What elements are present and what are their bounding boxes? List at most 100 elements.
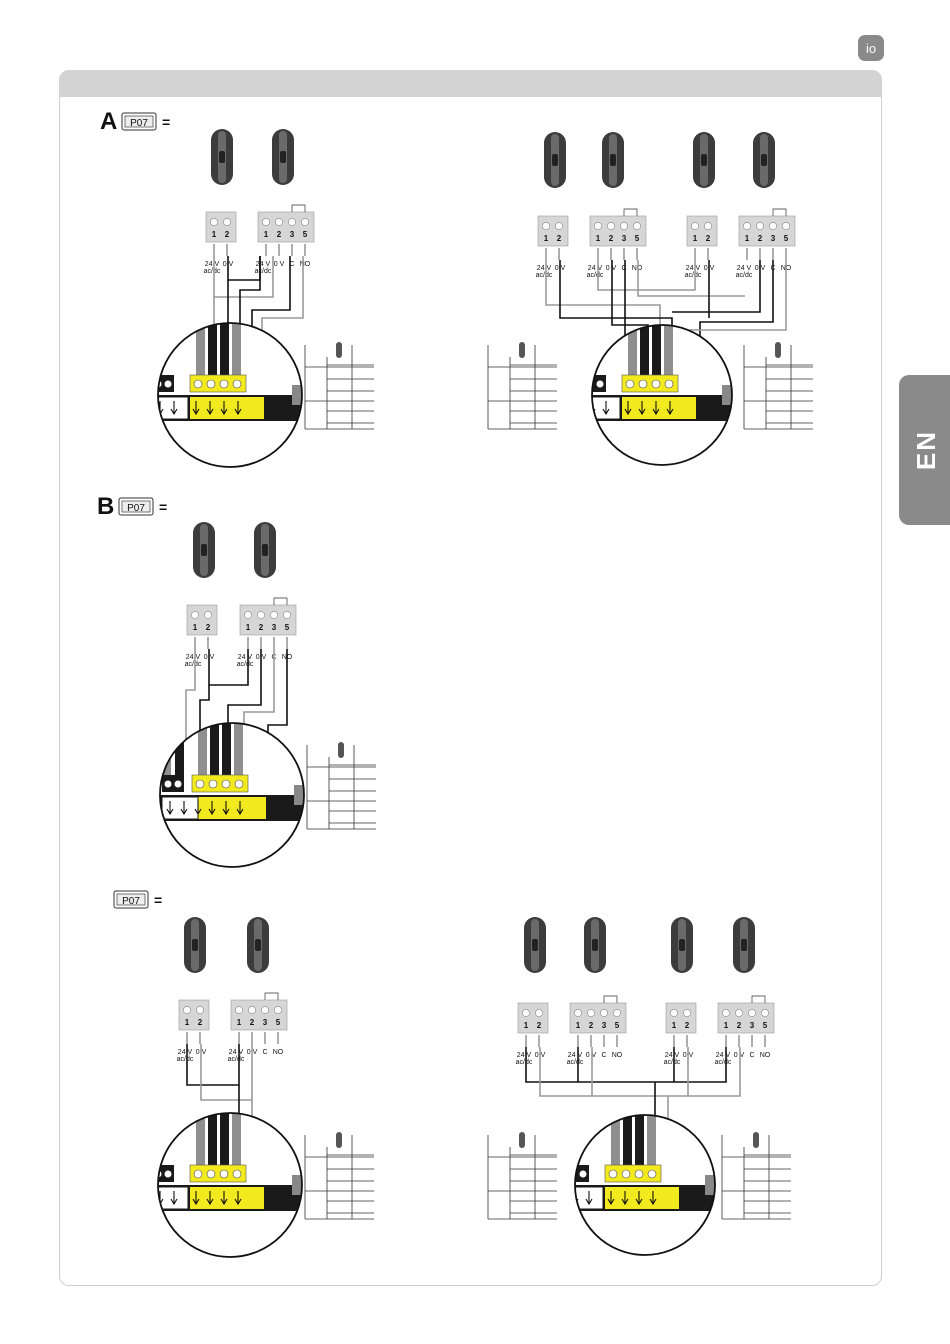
photocell-lens xyxy=(741,939,747,951)
board-edge xyxy=(294,785,304,805)
wire-black xyxy=(239,256,261,345)
terminal-screw xyxy=(555,222,563,230)
terminal-screw xyxy=(275,218,283,226)
terminal-screw xyxy=(248,1006,256,1014)
terminal-symbol-icon xyxy=(236,801,244,816)
terminal-number: 1 xyxy=(724,1021,729,1030)
terminal-number: 3 xyxy=(290,230,295,239)
terminal-symbol-icon xyxy=(222,801,230,816)
terminal-symbol-icon xyxy=(621,1191,629,1206)
receiver-terminal xyxy=(517,1002,549,1034)
terminal-number: 2 xyxy=(737,1021,742,1030)
relay-contact-icon xyxy=(603,995,618,1003)
photocell-lens xyxy=(761,154,767,166)
terminal-number: 3 xyxy=(771,234,776,243)
board-wire xyxy=(664,325,673,377)
terminal-label: ac/dc xyxy=(185,661,202,668)
setting-table xyxy=(306,745,376,829)
board-zoom xyxy=(140,723,304,867)
table-photocell-icon xyxy=(338,742,344,758)
table-photocell-icon xyxy=(336,342,342,358)
setting-table-lines xyxy=(307,790,376,830)
terminal-screw xyxy=(542,222,550,230)
setting-table xyxy=(487,1135,557,1219)
param-display xyxy=(121,500,151,513)
wire-black xyxy=(672,260,761,313)
terminal-symbol-icon xyxy=(194,801,202,816)
terminal-screw xyxy=(210,218,218,226)
board-wire xyxy=(198,723,207,777)
transmitter-terminal xyxy=(717,1002,775,1034)
setting-table xyxy=(743,345,813,429)
terminal-label: 24 V xyxy=(588,265,603,272)
terminal-label: 0 V xyxy=(274,261,285,268)
terminal-label: ac/dc xyxy=(228,1056,245,1063)
terminal-number: 1 xyxy=(237,1018,242,1027)
wire-grey xyxy=(200,1044,253,1101)
terminal-screw xyxy=(743,222,751,230)
language-tab[interactable] xyxy=(899,375,950,525)
terminal-number: 2 xyxy=(589,1021,594,1030)
terminal-label: 24 V xyxy=(737,265,752,272)
terminal-number: 1 xyxy=(745,234,750,243)
terminal-label: 24 V xyxy=(537,265,552,272)
transmitter-terminal xyxy=(589,215,647,247)
relay-contact-icon xyxy=(623,208,638,216)
board-wire xyxy=(623,1115,632,1167)
board-zoom-ring xyxy=(591,324,733,466)
terminal-screw xyxy=(587,1009,595,1017)
terminal-symbol-icon xyxy=(220,401,228,416)
relay-contact-icon xyxy=(291,204,306,212)
board-edge xyxy=(292,385,302,405)
header-bar xyxy=(59,70,882,97)
terminal-screw xyxy=(761,1009,769,1017)
terminal-label: NO xyxy=(760,1052,771,1059)
terminal-screw xyxy=(633,222,641,230)
terminal-number: 1 xyxy=(193,623,198,632)
setting-table xyxy=(487,345,557,429)
terminal-number: 2 xyxy=(250,1018,255,1027)
terminal-label: 24 V xyxy=(186,654,201,661)
board-wire xyxy=(635,1115,644,1167)
receiver-terminal xyxy=(186,604,218,636)
wire-black xyxy=(699,260,774,345)
terminal-number: 2 xyxy=(277,230,282,239)
board-wire xyxy=(232,1113,241,1167)
terminal-screw xyxy=(535,1009,543,1017)
terminal-screw xyxy=(704,222,712,230)
equals-sign: = xyxy=(159,499,167,515)
relay-contact-icon xyxy=(751,995,766,1003)
photocell-lens xyxy=(280,151,286,163)
terminal-screw xyxy=(620,222,628,230)
orange-terminal xyxy=(140,775,158,792)
board-screw xyxy=(634,1169,644,1179)
param-display xyxy=(116,893,146,906)
terminal-label: 24 V xyxy=(229,1049,244,1056)
terminal-number: 2 xyxy=(259,623,264,632)
board-wire xyxy=(647,1115,656,1167)
param-display xyxy=(124,115,154,128)
terminal-number: 5 xyxy=(784,234,789,243)
terminal-number: 2 xyxy=(537,1021,542,1030)
terminal-number: 2 xyxy=(685,1021,690,1030)
board-screw xyxy=(164,1170,172,1178)
board-screw xyxy=(195,779,205,789)
label-white xyxy=(158,396,189,420)
board-zoom-ring xyxy=(157,1112,303,1258)
terminal-label: ac/dc xyxy=(736,272,753,279)
terminal-screw xyxy=(574,1009,582,1017)
terminal-number: 1 xyxy=(576,1021,581,1030)
board-screw xyxy=(193,1169,203,1179)
wire-grey xyxy=(539,1047,741,1097)
board-screw xyxy=(647,1169,657,1179)
terminal-screw xyxy=(683,1009,691,1017)
terminal-screw xyxy=(691,222,699,230)
label-yellow xyxy=(622,397,696,419)
yellow-terminal-strip xyxy=(189,1164,247,1183)
board-wire xyxy=(196,1113,205,1167)
terminal-screw xyxy=(288,218,296,226)
board-screw xyxy=(206,379,216,389)
terminal-number: 5 xyxy=(615,1021,620,1030)
terminal-number: 2 xyxy=(198,1018,203,1027)
board-screw xyxy=(193,379,203,389)
